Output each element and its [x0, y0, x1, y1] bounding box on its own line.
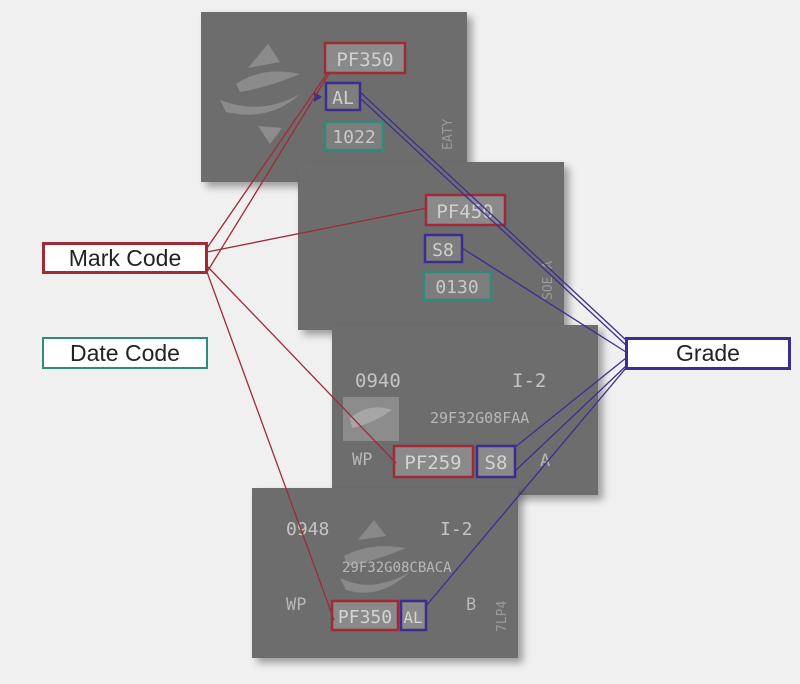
chip-4-mark-text: PF350	[338, 607, 392, 628]
chip-4-logo-icon	[340, 520, 410, 593]
grade-line-4	[425, 367, 627, 607]
chip-1-logo-icon	[220, 44, 300, 144]
chip-4-date-text: 0948	[286, 519, 329, 540]
chip-3-grade-box	[475, 444, 517, 479]
chip-1-side-text: EATY	[441, 119, 456, 150]
chip-1-grade-box	[324, 81, 362, 112]
chip-3-left-text: WP	[352, 450, 372, 470]
chip-2-grade-box	[423, 233, 464, 264]
chip-1-date-box	[323, 120, 385, 152]
grade-line-3a	[513, 357, 627, 449]
grade-label-text: Grade	[676, 340, 740, 366]
chip-4-left-text: WP	[286, 595, 306, 615]
chip-4-side-text: 7LP4	[495, 601, 510, 632]
chip-3-logo-mark	[350, 407, 392, 428]
chip-4-rev-text: I-2	[440, 519, 473, 540]
mark-line-1b	[206, 71, 331, 273]
chip-3-mark-text: PF259	[404, 452, 461, 474]
chip-1-mark-text: PF350	[336, 49, 393, 71]
mark-code-label-text: Mark Code	[68, 244, 182, 271]
chip-4-grade-box	[399, 599, 428, 632]
chip-3: 0940 I-2 29F32G08FAA WP PF259 S8 A	[332, 325, 598, 495]
chip-3-rev-text: I-2	[512, 370, 546, 392]
chip-2: PF450 S8 0130 SOE A	[298, 162, 564, 330]
mark-line-2	[206, 207, 428, 253]
grade-line-1b	[359, 97, 627, 346]
grade-line-1a	[359, 91, 627, 341]
chip-3-grade-text: S8	[485, 452, 508, 474]
chip-1: PF350 AL 1022 EATY	[201, 12, 467, 182]
grade-line-3b	[513, 365, 627, 473]
chip-2-mark-text: PF450	[436, 201, 493, 223]
chip-2-date-box	[422, 270, 493, 302]
chip-2-side-text: SOE A	[541, 261, 556, 300]
chip-4-part-text: 29F32G08CBACA	[342, 560, 452, 576]
chip-1-grade-text: AL	[332, 88, 354, 109]
mark-line-3	[206, 265, 397, 464]
date-code-label: Date Code	[42, 337, 208, 369]
chip-1-mark-box	[323, 41, 407, 75]
mark-line-1a	[206, 71, 329, 249]
chip-3-mark-box	[392, 444, 475, 479]
grade-label: Grade	[625, 337, 791, 370]
chip-3-right-text: A	[540, 451, 550, 471]
date-code-label-text: Date Code	[70, 339, 180, 366]
chip-2-date-text: 0130	[435, 277, 478, 298]
grade-connectors	[359, 91, 627, 607]
chip-3-part-text: 29F32G08FAA	[430, 409, 529, 427]
chip-2-grade-text: S8	[432, 240, 454, 261]
chip-1-date-text: 1022	[332, 127, 375, 148]
chip-4-right-text: B	[466, 595, 476, 615]
chip-4: 0948 I-2 29F32G08CBACA WP PF350 AL B 7LP…	[252, 488, 518, 658]
chip-3-date-text: 0940	[355, 370, 401, 392]
mark-line-4	[206, 271, 335, 621]
mark-code-label: Mark Code	[42, 242, 208, 274]
mark-code-connectors	[206, 71, 428, 621]
grade-line-2	[461, 247, 627, 353]
chip-4-grade-text: AL	[403, 608, 422, 627]
